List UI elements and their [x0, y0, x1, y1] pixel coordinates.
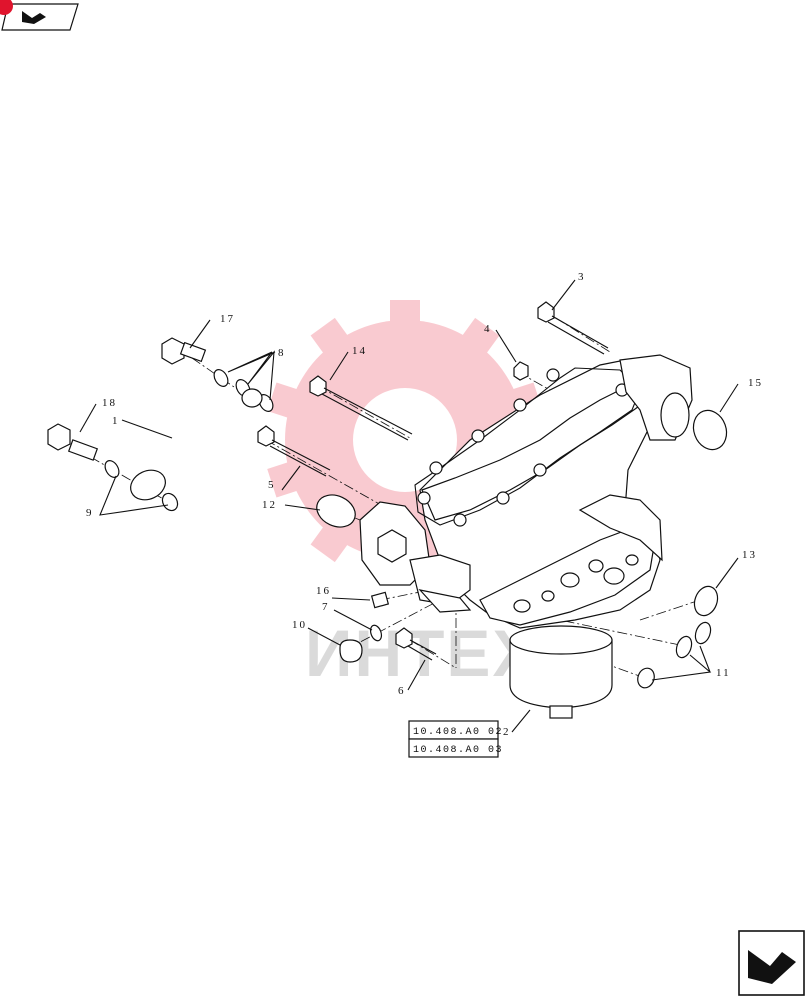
callout-13: 13 — [742, 549, 757, 561]
oil-line-pipe — [130, 388, 263, 501]
callout-9: 9 — [86, 507, 94, 519]
plug-10 — [339, 639, 363, 663]
callout-labels: 17 8 18 1 9 3 4 14 5 12 15 13 11 16 7 10… — [86, 271, 763, 738]
callout-6: 6 — [398, 685, 406, 697]
callout-15: 15 — [748, 377, 763, 389]
filter-ports — [513, 554, 639, 613]
banjo-bolt-18 — [47, 423, 99, 461]
oil-filter-canister — [509, 625, 613, 719]
callout-1: 1 — [112, 415, 120, 427]
reference-label-1: 10.408.A0 02 — [413, 727, 503, 738]
callout-leaders — [79, 279, 739, 733]
callout-8: 8 — [278, 347, 286, 359]
bolt-4 — [513, 361, 529, 381]
bolt-6 — [395, 627, 437, 661]
callout-7: 7 — [322, 601, 330, 613]
reference-label-2: 10.408.A0 03 — [413, 745, 503, 756]
callout-5: 5 — [268, 479, 276, 491]
callout-18: 18 — [102, 397, 117, 409]
callout-2: 2 — [503, 726, 511, 738]
arrow-back-icon — [22, 11, 46, 24]
notification-badge — [0, 0, 13, 15]
callout-17: 17 — [220, 313, 235, 325]
bolt-14 — [309, 375, 413, 441]
bolt-3 — [537, 301, 609, 355]
callout-3: 3 — [578, 271, 586, 283]
callout-4: 4 — [484, 323, 492, 335]
callout-10: 10 — [292, 619, 307, 631]
reference-link-2[interactable]: 10.408.A0 03 — [408, 738, 503, 758]
arrow-forward-icon — [748, 950, 796, 984]
cover-bolts — [417, 368, 629, 527]
callout-16: 16 — [316, 585, 331, 597]
callout-11: 11 — [716, 667, 731, 679]
reference-link-1[interactable]: 10.408.A0 02 — [408, 720, 503, 740]
next-page-button[interactable] — [738, 930, 805, 996]
oil-filter-housing — [359, 354, 693, 629]
callout-14: 14 — [352, 345, 367, 357]
bolt-5 — [257, 425, 331, 477]
plug-16 — [370, 591, 390, 609]
banjo-bolt-17 — [161, 337, 207, 365]
prev-page-button[interactable] — [1, 3, 79, 31]
callout-12: 12 — [262, 499, 277, 511]
